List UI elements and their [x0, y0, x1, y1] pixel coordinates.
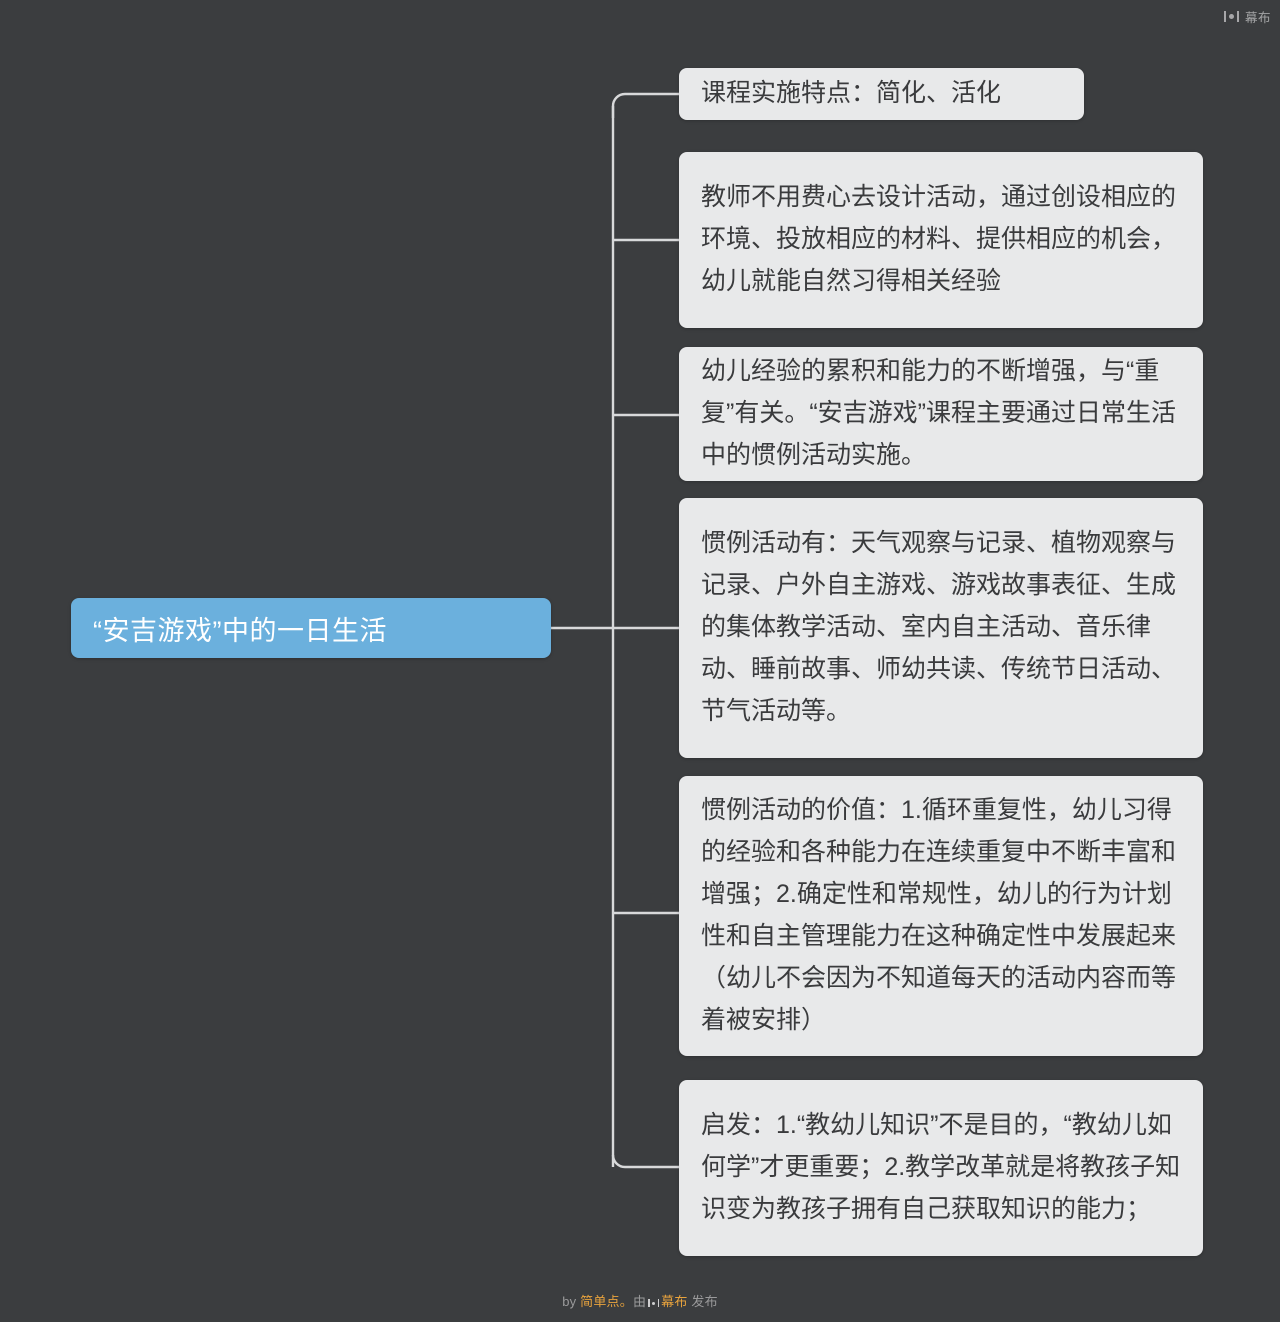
brand-watermark: 幕布 — [1223, 7, 1271, 26]
footer-suffix: 发布 — [691, 1294, 718, 1309]
mindmap-node-2[interactable]: 教师不用费心去设计活动，通过创设相应的环境、投放相应的材料、提供相应的机会，幼儿… — [679, 152, 1203, 328]
root-node-label: “安吉游戏”中的一日生活 — [93, 615, 387, 646]
mindmap-node-5[interactable]: 惯例活动的价值：1.循环重复性，幼儿习得的经验和各种能力在连续重复中不断丰富和增… — [679, 776, 1203, 1056]
connector-branch-6 — [611, 1154, 679, 1169]
footer-prefix: by — [562, 1294, 581, 1309]
node-3-label: 幼儿经验的累积和能力的不断增强，与“重复”有关。“安吉游戏”课程主要通过日常生活… — [701, 357, 1176, 469]
mindmap-node-4[interactable]: 惯例活动有：天气观察与记录、植物观察与记录、户外自主游戏、游戏故事表征、生成的集… — [679, 498, 1203, 758]
mindmap-node-6[interactable]: 启发：1.“教幼儿知识”不是目的，“教幼儿如何学”才更重要；2.教学改革就是将教… — [679, 1080, 1203, 1256]
node-2-label: 教师不用费心去设计活动，通过创设相应的环境、投放相应的材料、提供相应的机会，幼儿… — [701, 183, 1177, 295]
mindmap-root-node[interactable]: “安吉游戏”中的一日生活 — [71, 598, 551, 658]
brand-label: 幕布 — [1244, 11, 1271, 25]
mindmap-node-3[interactable]: 幼儿经验的累积和能力的不断增强，与“重复”有关。“安吉游戏”课程主要通过日常生活… — [679, 347, 1203, 481]
mubu-logo-icon — [1223, 11, 1239, 22]
mindmap-node-1[interactable]: 课程实施特点：简化、活化 — [679, 68, 1084, 120]
node-4-label: 惯例活动有：天气观察与记录、植物观察与记录、户外自主游戏、游戏故事表征、生成的集… — [701, 529, 1177, 725]
footer-author-link[interactable]: 简单点。 — [580, 1294, 633, 1309]
mubu-logo-icon-small — [648, 1299, 660, 1307]
footer-credit: by 简单点。由幕布 发布 — [0, 1291, 1280, 1310]
node-6-label: 启发：1.“教幼儿知识”不是目的，“教幼儿如何学”才更重要；2.教学改革就是将教… — [701, 1111, 1181, 1223]
footer-publisher-link[interactable]: 幕布 — [661, 1294, 688, 1309]
connector-branch-1 — [611, 92, 679, 118]
footer-middle: 由 — [632, 1294, 647, 1309]
node-1-label: 课程实施特点：简化、活化 — [701, 79, 1002, 107]
node-5-label: 惯例活动的价值：1.循环重复性，幼儿习得的经验和各种能力在连续重复中不断丰富和增… — [701, 796, 1177, 1034]
